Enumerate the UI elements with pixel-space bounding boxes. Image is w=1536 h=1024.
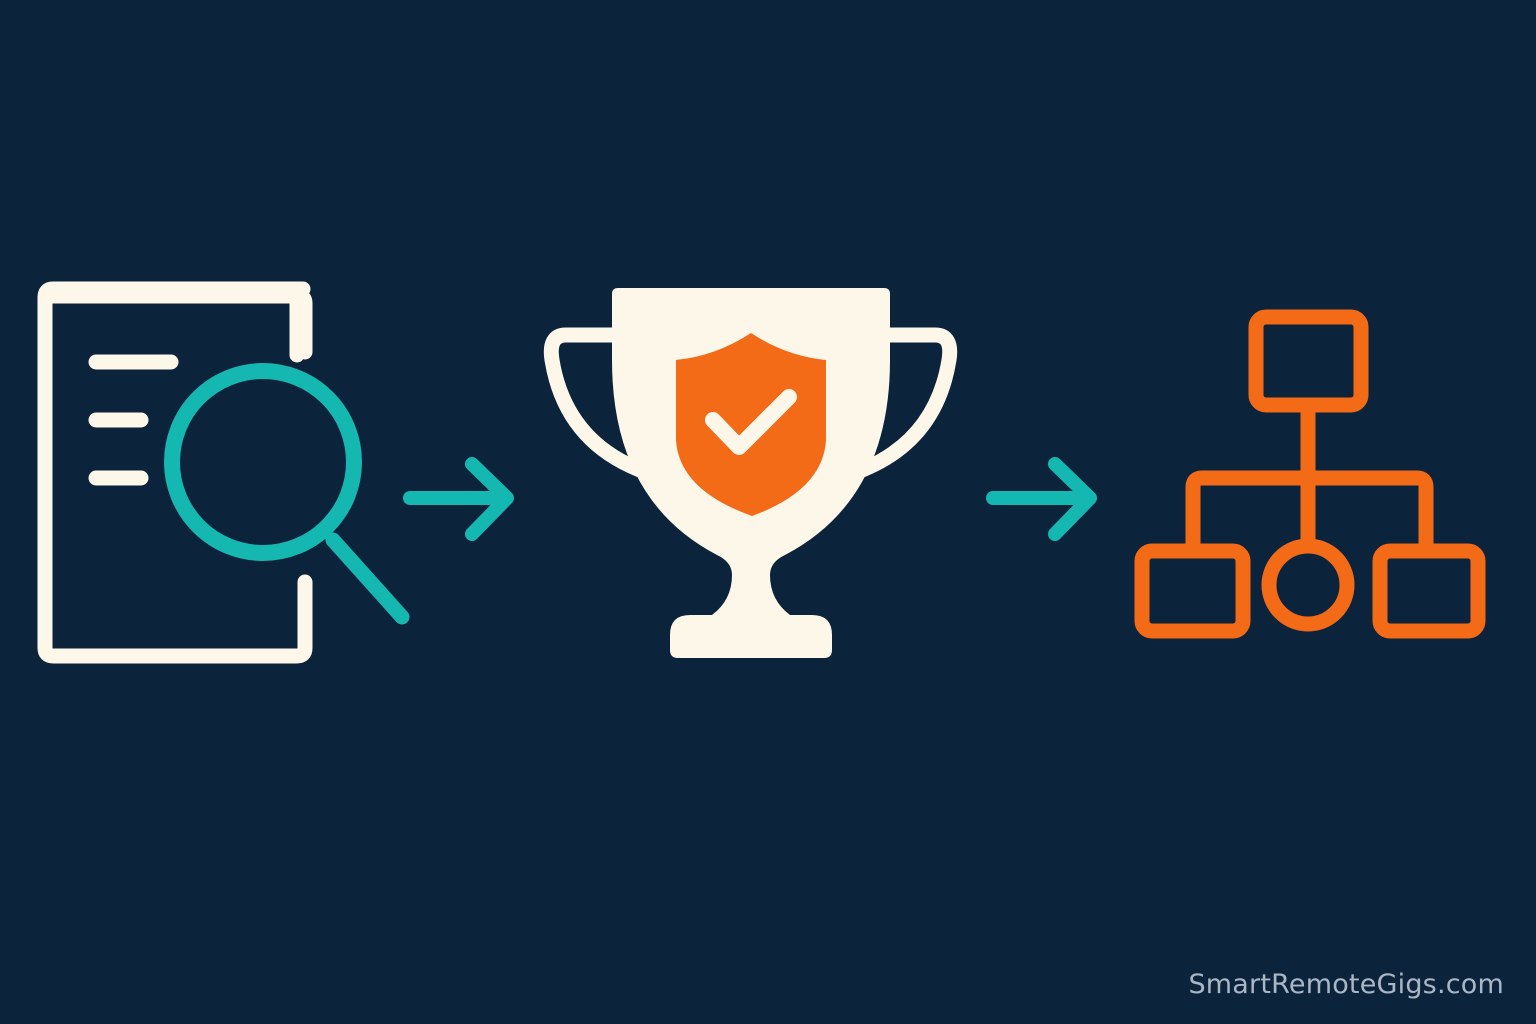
document-search-icon — [37, 281, 410, 664]
trophy-handle-right — [854, 327, 958, 478]
org-branch-line — [1185, 470, 1434, 550]
magnifier-lens — [164, 363, 362, 561]
check-mark — [705, 389, 797, 455]
document-top-edge — [44, 288, 313, 360]
org-chart-icon — [1134, 309, 1486, 639]
site-watermark: SmartRemoteGigs.com — [1188, 969, 1504, 1000]
org-top-box — [1248, 309, 1369, 413]
trophy-shield-check-icon — [543, 288, 958, 658]
trophy-handle-left — [543, 327, 648, 478]
arrow-right-icon — [403, 457, 514, 541]
org-right-box — [1372, 543, 1486, 639]
org-center-node — [1261, 538, 1355, 632]
arrow-right-icon — [986, 457, 1097, 541]
org-left-box — [1134, 543, 1251, 639]
magnifier-handle — [325, 532, 410, 625]
